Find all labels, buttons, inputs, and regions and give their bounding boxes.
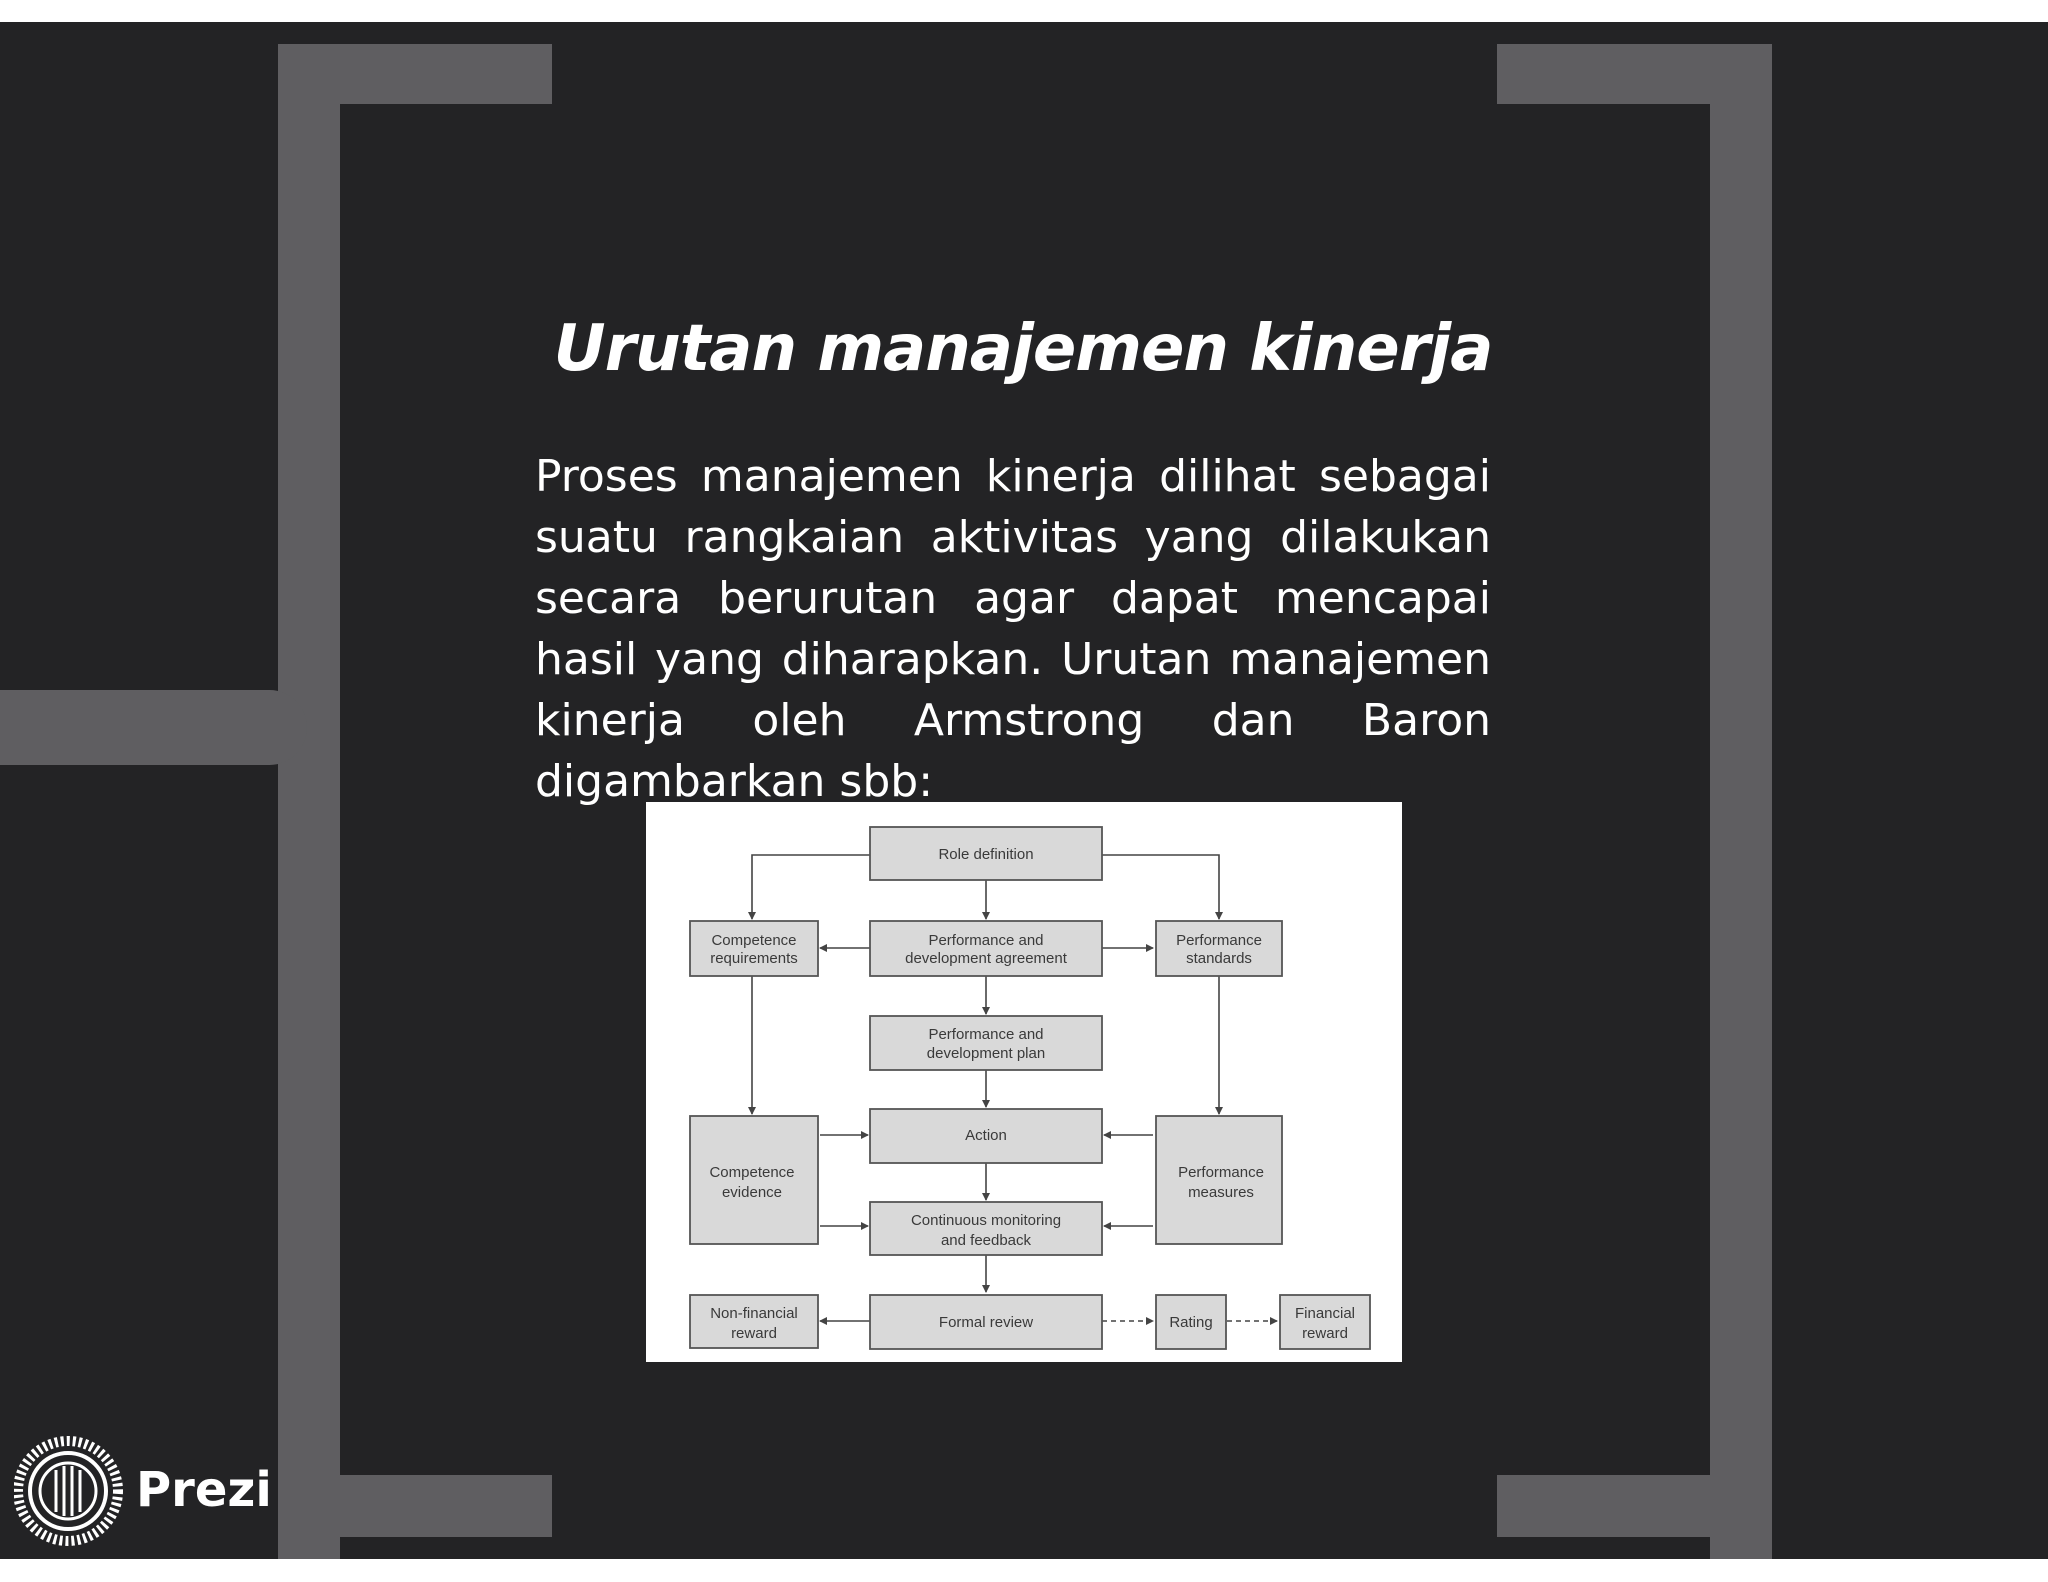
competence-requirements-label-2: requirements xyxy=(710,950,798,967)
right-bracket-top xyxy=(1497,44,1772,104)
performance-measures-label-2: measures xyxy=(1188,1184,1254,1201)
non-financial-reward-label-1: Non-financial xyxy=(710,1305,798,1322)
prezi-logo-text: Prezi xyxy=(136,1462,272,1518)
performance-development-plan-label-1: Performance and xyxy=(928,1026,1043,1043)
continuous-monitoring-label-2: and feedback xyxy=(941,1232,1032,1249)
slide-title: Urutan manajemen kinerja xyxy=(553,312,1494,386)
right-bracket-vertical xyxy=(1710,44,1772,1559)
competence-requirements-box xyxy=(689,920,819,977)
performance-development-agreement-label-1: Performance and xyxy=(928,932,1043,949)
diagram-svg: Role definition Competence requirements … xyxy=(689,826,1371,1350)
performance-development-agreement-box xyxy=(869,920,1103,977)
performance-standards-box xyxy=(1155,920,1283,977)
slide-body-text: Proses manajemen kinerja dilihat sebagai… xyxy=(535,451,1491,807)
rating-box xyxy=(1155,1294,1227,1350)
performance-development-agreement-label-2: development agreement xyxy=(905,950,1068,967)
competence-evidence-label-1: Competence xyxy=(709,1164,794,1181)
financial-reward-label-1: Financial xyxy=(1295,1305,1355,1322)
diagram-connectors xyxy=(748,854,1278,1325)
non-financial-reward-label-2: reward xyxy=(731,1325,777,1342)
performance-development-plan-label-2: development plan xyxy=(927,1045,1045,1062)
continuous-monitoring-label-1: Continuous monitoring xyxy=(911,1212,1061,1229)
competence-evidence-box xyxy=(689,1115,819,1245)
action-label: Action xyxy=(965,1127,1007,1144)
formal-review-label: Formal review xyxy=(939,1314,1033,1331)
performance-measures-label-1: Performance xyxy=(1178,1164,1264,1181)
non-financial-reward-box xyxy=(689,1294,819,1349)
role-definition-label: Role definition xyxy=(938,846,1033,863)
role-definition-box xyxy=(869,826,1103,881)
prezi-logo-icon xyxy=(14,1436,123,1546)
left-bracket-vertical xyxy=(278,44,340,1559)
performance-standards-label-2: standards xyxy=(1186,950,1252,967)
continuous-monitoring-box xyxy=(869,1201,1103,1256)
action-box xyxy=(869,1108,1103,1164)
formal-review-box xyxy=(869,1294,1103,1350)
performance-measures-box xyxy=(1155,1115,1283,1245)
financial-reward-label-2: reward xyxy=(1302,1325,1348,1342)
left-bracket-top xyxy=(278,44,552,104)
performance-development-plan-box xyxy=(869,1015,1103,1071)
presentation-slide: Urutan manajemen kinerja Proses manajeme… xyxy=(0,22,2048,1559)
competence-requirements-label-1: Competence xyxy=(711,932,796,949)
financial-reward-box xyxy=(1279,1294,1371,1350)
performance-management-diagram: Role definition Competence requirements … xyxy=(646,802,1402,1362)
competence-evidence-label-2: evidence xyxy=(722,1184,782,1201)
left-bracket-bottom xyxy=(278,1475,552,1537)
right-bracket-bottom xyxy=(1497,1475,1772,1537)
left-side-tab xyxy=(0,690,307,765)
performance-standards-label-1: Performance xyxy=(1176,932,1262,949)
rating-label: Rating xyxy=(1169,1314,1212,1331)
